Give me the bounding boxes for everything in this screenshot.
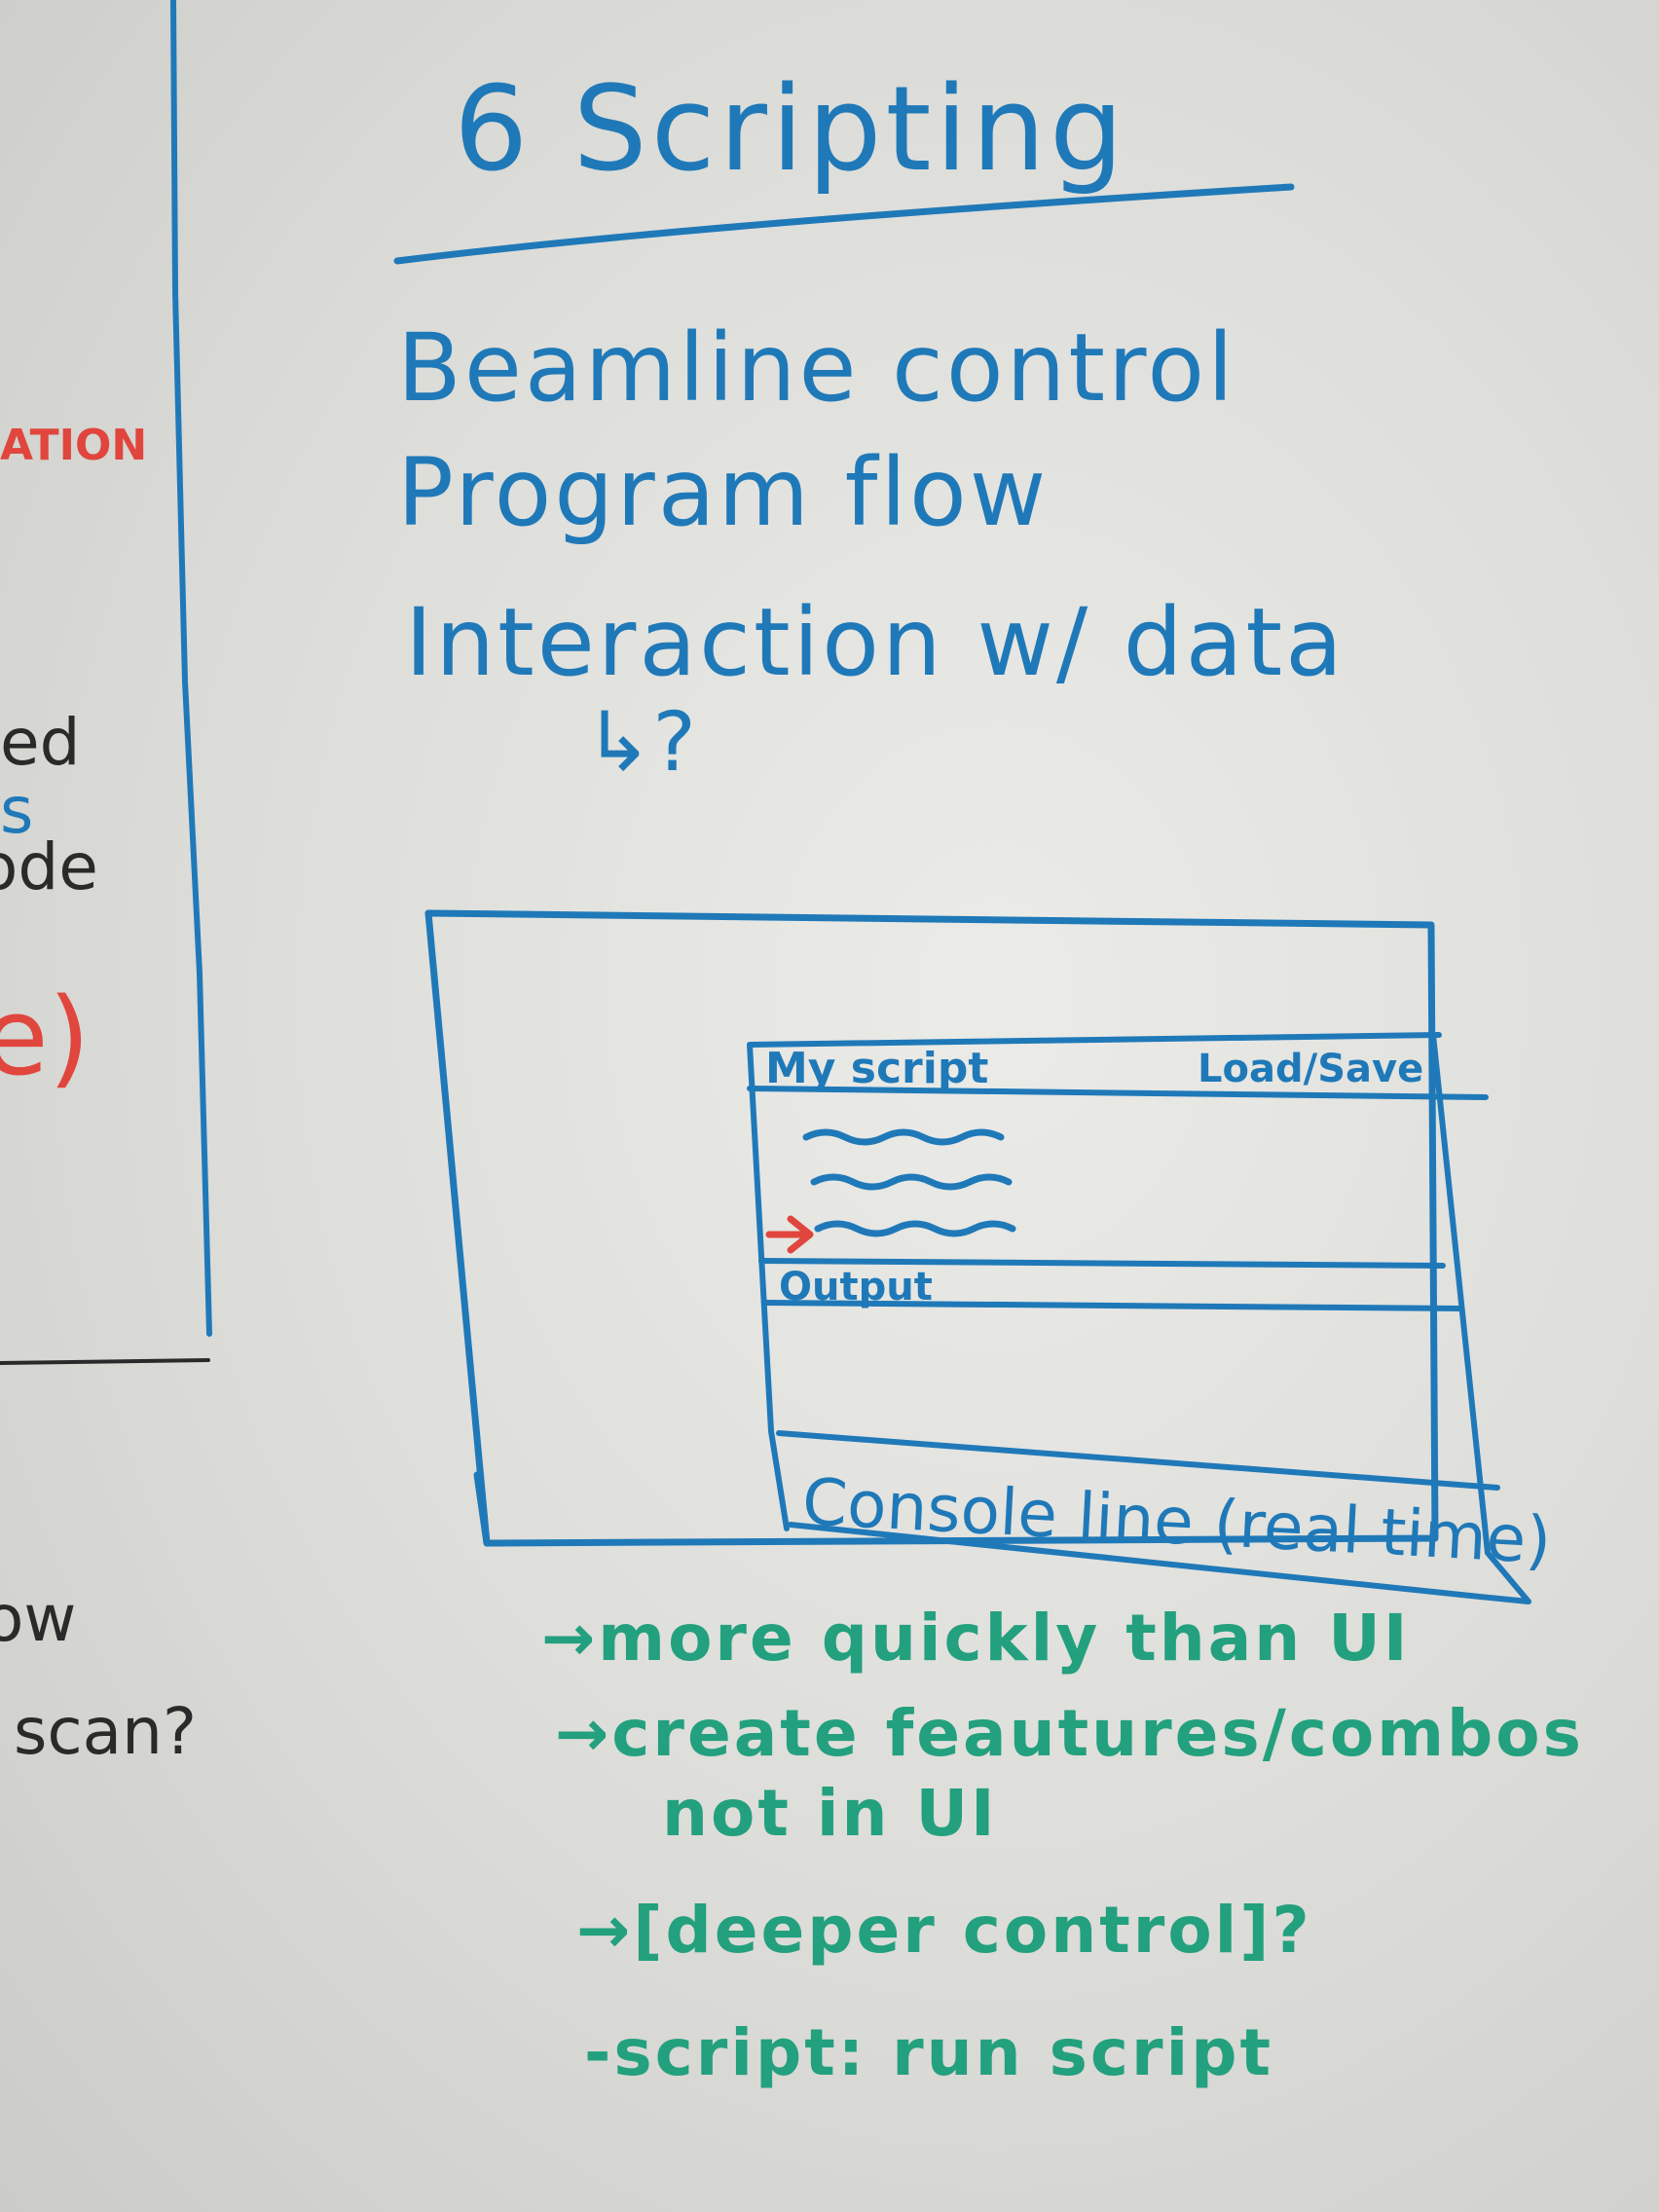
output-divider-top [758,1258,1446,1269]
left-bottom-line [0,1358,210,1365]
note-not-in-ui: not in UI [662,1776,998,1851]
left-fragment-ed: ed [0,705,81,780]
list-item-beamline: Beamline control [397,313,1236,423]
left-divider-line [170,0,212,1337]
title-underline [393,183,1295,265]
script-line-2 [810,1173,1013,1191]
left-red-fragment: ATION [0,421,148,470]
left-fragment-s: s [0,773,34,848]
question-hook: ↳? [584,694,696,790]
output-divider-bottom [762,1300,1463,1311]
left-fragment-paren: e) [0,975,91,1099]
list-item-program-flow: Program flow [397,438,1050,547]
output-label: Output [779,1265,933,1309]
left-fragment-ode: ode [0,830,98,904]
load-save-label: Load/Save [1198,1047,1424,1091]
script-panel-title: My script [765,1044,989,1093]
inner-panel-frame [747,1032,1531,1604]
note-deeper-control: →[deeper control]? [576,1893,1312,1968]
left-fragment-ow: ow [0,1581,77,1656]
script-line-3 [814,1220,1016,1237]
note-create-features: →create feautures/combos [555,1696,1584,1771]
note-more-quickly: →more quickly than UI [541,1601,1411,1676]
console-divider [776,1430,1500,1491]
panel-header-divider [747,1086,1489,1100]
left-fragment-scan: scan? [14,1694,197,1769]
board-title: 6 Scripting [454,62,1128,198]
current-line-arrow [765,1215,814,1254]
list-item-interaction: Interaction w/ data [405,588,1346,697]
script-line-1 [802,1128,1005,1146]
note-run-script: -script: run script [584,2015,1274,2090]
